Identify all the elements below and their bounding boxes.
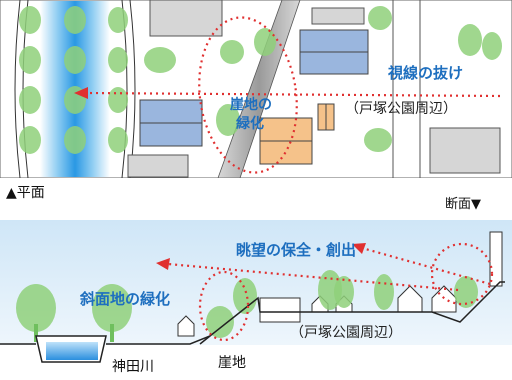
plan-view-line-label: 視線の抜け xyxy=(388,64,464,82)
cliff-area-outline xyxy=(198,16,298,174)
section-trees xyxy=(16,270,478,338)
view-outline xyxy=(430,242,494,306)
section-river-label: 神田川 xyxy=(112,359,154,375)
view-arrow-lower xyxy=(167,262,459,292)
orange-buildings xyxy=(259,103,335,165)
plan-cliff-label-line2: 緑化 xyxy=(236,116,264,132)
section-cliff-label: 崖地 xyxy=(218,355,246,371)
gray-buildings xyxy=(127,0,501,178)
plan-park-label: （戸塚公園周辺） xyxy=(345,101,457,117)
plan-view xyxy=(0,0,512,178)
ground-line xyxy=(0,281,505,345)
sky xyxy=(0,220,512,345)
blue-buildings xyxy=(139,29,369,147)
plan-cliff-label-line1: 崖地の xyxy=(230,97,272,113)
plan-view-label: ▲平面 xyxy=(6,185,45,201)
river-water xyxy=(46,342,98,360)
section-park-label: （戸塚公園周辺） xyxy=(290,325,402,341)
slope-outline xyxy=(198,270,250,342)
riverside-trees xyxy=(19,6,128,154)
trees xyxy=(144,6,502,152)
view-arrow-upper xyxy=(361,246,491,286)
section-view xyxy=(0,220,512,363)
section-view-label-text: 眺望の保全・創出 xyxy=(236,241,357,259)
section-view-label: 断面▼ xyxy=(445,197,481,212)
section-slope-label: 斜面地の緑化 xyxy=(80,290,171,308)
